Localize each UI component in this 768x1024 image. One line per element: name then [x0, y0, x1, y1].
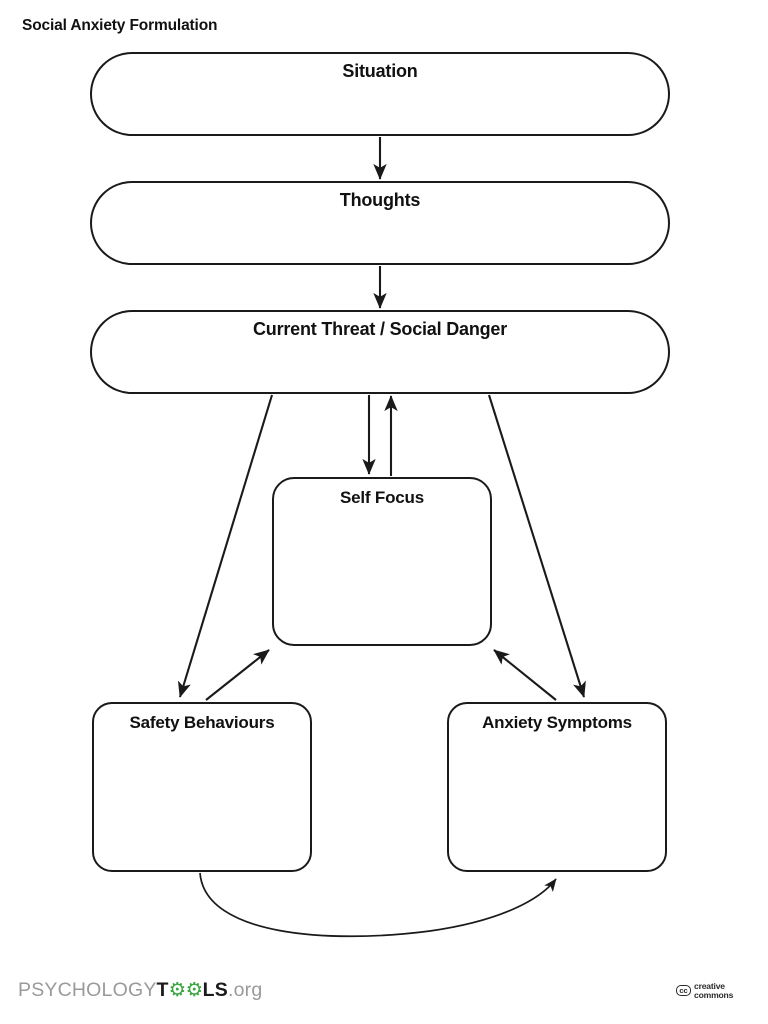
arrow-safety-to-anxiety-curve: [199, 872, 557, 938]
node-self-focus[interactable]: Self Focus: [272, 477, 492, 646]
node-situation-label: Situation: [342, 61, 418, 81]
node-situation[interactable]: Situation: [90, 52, 670, 136]
creative-commons-logo[interactable]: cc creative commons: [676, 982, 733, 999]
cc-badge-icon: cc: [676, 985, 691, 996]
node-anxiety-symptoms[interactable]: Anxiety Symptoms: [447, 702, 667, 872]
brand-part-ls: LS: [202, 979, 228, 1001]
cc-word-commons: commons: [694, 989, 734, 1000]
cc-word-creative: creative: [694, 981, 725, 991]
node-safety-behaviours-label: Safety Behaviours: [129, 713, 275, 732]
node-safety-behaviours[interactable]: Safety Behaviours: [92, 702, 312, 872]
brand-part-org: .org: [227, 979, 263, 1001]
brand-part-psychology: PSYCHOLOGY: [18, 979, 157, 1001]
gear-icon: ⚙⚙: [168, 979, 203, 1001]
psychologytools-logo[interactable]: PSYCHOLOGYT⚙⚙LS.org: [18, 978, 262, 1002]
node-anxiety-symptoms-label: Anxiety Symptoms: [482, 713, 632, 732]
arrow-safety-to-selffocus: [205, 649, 270, 701]
arrow-threat-to-anxiety: [487, 394, 586, 698]
page-title: Social Anxiety Formulation: [22, 17, 218, 34]
node-current-threat[interactable]: Current Threat / Social Danger: [90, 310, 670, 394]
node-self-focus-label: Self Focus: [340, 488, 424, 507]
brand-part-t: T: [156, 979, 169, 1001]
arrow-anxiety-to-selffocus: [493, 649, 557, 701]
node-current-threat-label: Current Threat / Social Danger: [252, 319, 508, 339]
arrow-threat-to-safety: [177, 394, 274, 698]
node-thoughts[interactable]: Thoughts: [90, 181, 670, 265]
cc-wordmark: creative commons: [694, 982, 733, 999]
page-footer: PSYCHOLOGYT⚙⚙LS.org: [0, 975, 768, 1020]
node-thoughts-label: Thoughts: [339, 190, 421, 210]
